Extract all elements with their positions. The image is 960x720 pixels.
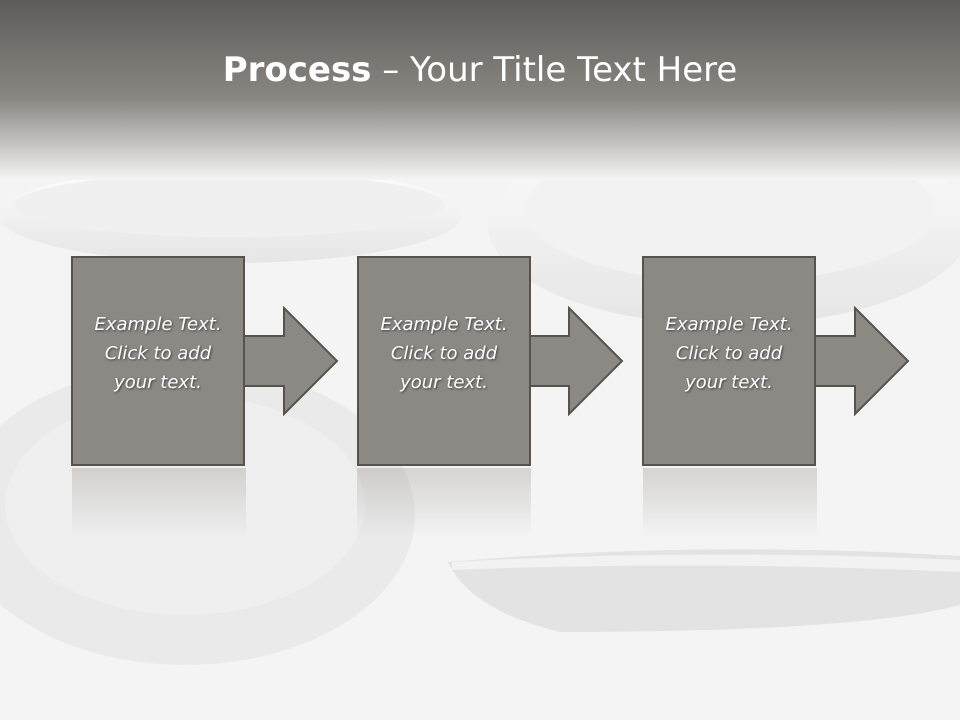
step-reflection (72, 468, 246, 538)
step-text-line: your text. (400, 372, 488, 393)
step-text-line: Example Text. (665, 314, 793, 335)
step-text-line: your text. (685, 372, 773, 393)
step-box (642, 256, 816, 466)
process-step-3[interactable]: Example Text. Click to add your text. (642, 256, 816, 466)
step-text-line: your text. (114, 372, 202, 393)
process-step-2[interactable]: Example Text. Click to add your text. (357, 256, 531, 466)
title-bold: Process (222, 50, 372, 90)
step-reflection (643, 468, 817, 538)
step-box (357, 256, 531, 466)
step-reflection (357, 468, 531, 538)
step-text[interactable]: Example Text. Click to add your text. (642, 310, 816, 397)
step-text-line: Click to add (390, 343, 498, 364)
arrow-right-icon (812, 306, 910, 416)
title-rest: – Your Title Text Here (371, 50, 738, 90)
step-text-line: Click to add (104, 343, 212, 364)
step-text[interactable]: Example Text. Click to add your text. (357, 310, 531, 397)
process-step-1[interactable]: Example Text. Click to add your text. (71, 256, 245, 466)
step-text[interactable]: Example Text. Click to add your text. (71, 310, 245, 397)
step-text-line: Example Text. (380, 314, 508, 335)
arrow-right-icon (241, 306, 339, 416)
step-text-line: Example Text. (94, 314, 222, 335)
arrow-right-icon (526, 306, 624, 416)
step-text-line: Click to add (675, 343, 783, 364)
slide-title: Process – Your Title Text Here (0, 50, 960, 90)
step-box (71, 256, 245, 466)
